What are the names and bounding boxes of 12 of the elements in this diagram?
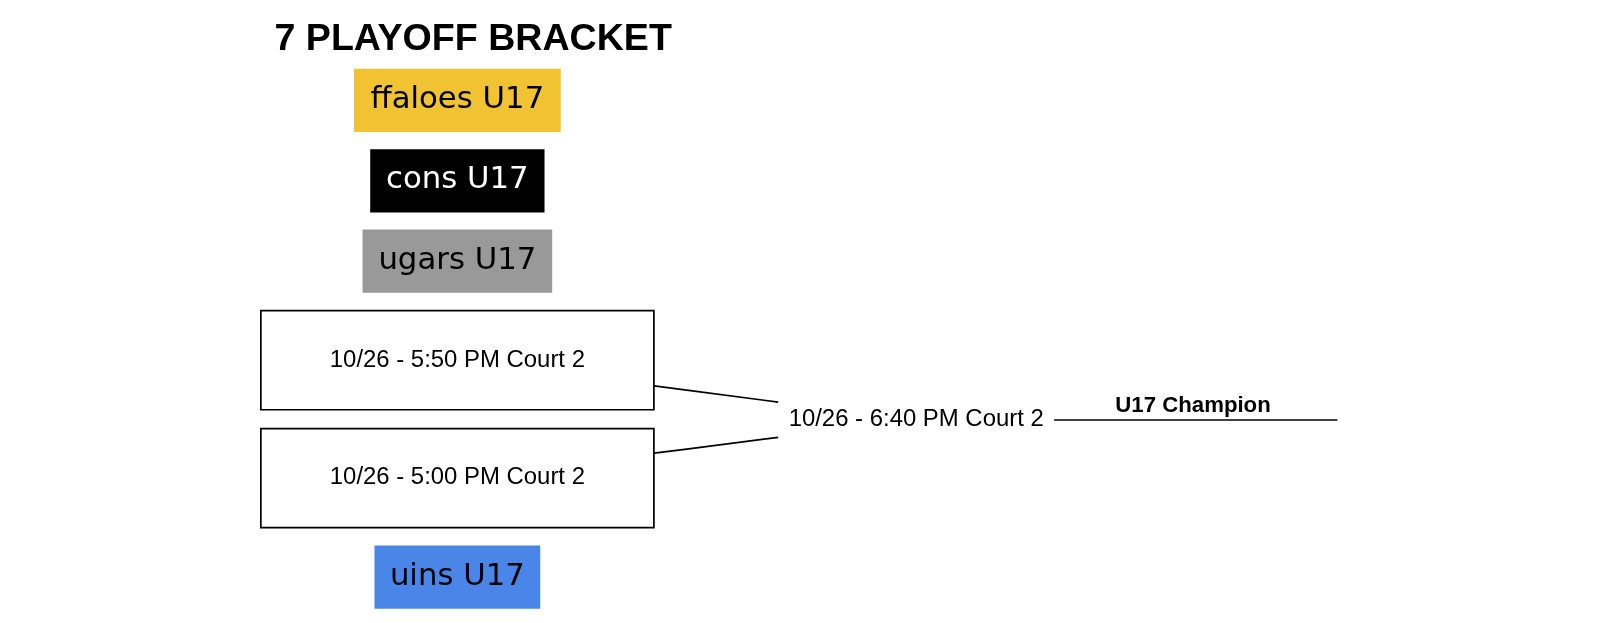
node-box: ffaloes U17 bbox=[353, 68, 561, 133]
connector bbox=[1053, 419, 1339, 421]
edge-label: U17 Champion bbox=[1115, 392, 1271, 418]
node-box: 10/26 - 5:00 PM Court 2 bbox=[260, 427, 655, 529]
node-text: 10/26 - 6:40 PM Court 2 bbox=[788, 404, 1044, 432]
node-box: 10/26 - 5:50 PM Court 2 bbox=[260, 309, 655, 411]
connector bbox=[653, 436, 780, 455]
node-box: ugars U17 bbox=[362, 229, 553, 293]
diagram-title: 7 PLAYOFF BRACKET bbox=[274, 16, 672, 59]
connector bbox=[653, 385, 780, 403]
node-box: cons U17 bbox=[370, 149, 545, 213]
node-box: uins U17 bbox=[374, 545, 541, 609]
